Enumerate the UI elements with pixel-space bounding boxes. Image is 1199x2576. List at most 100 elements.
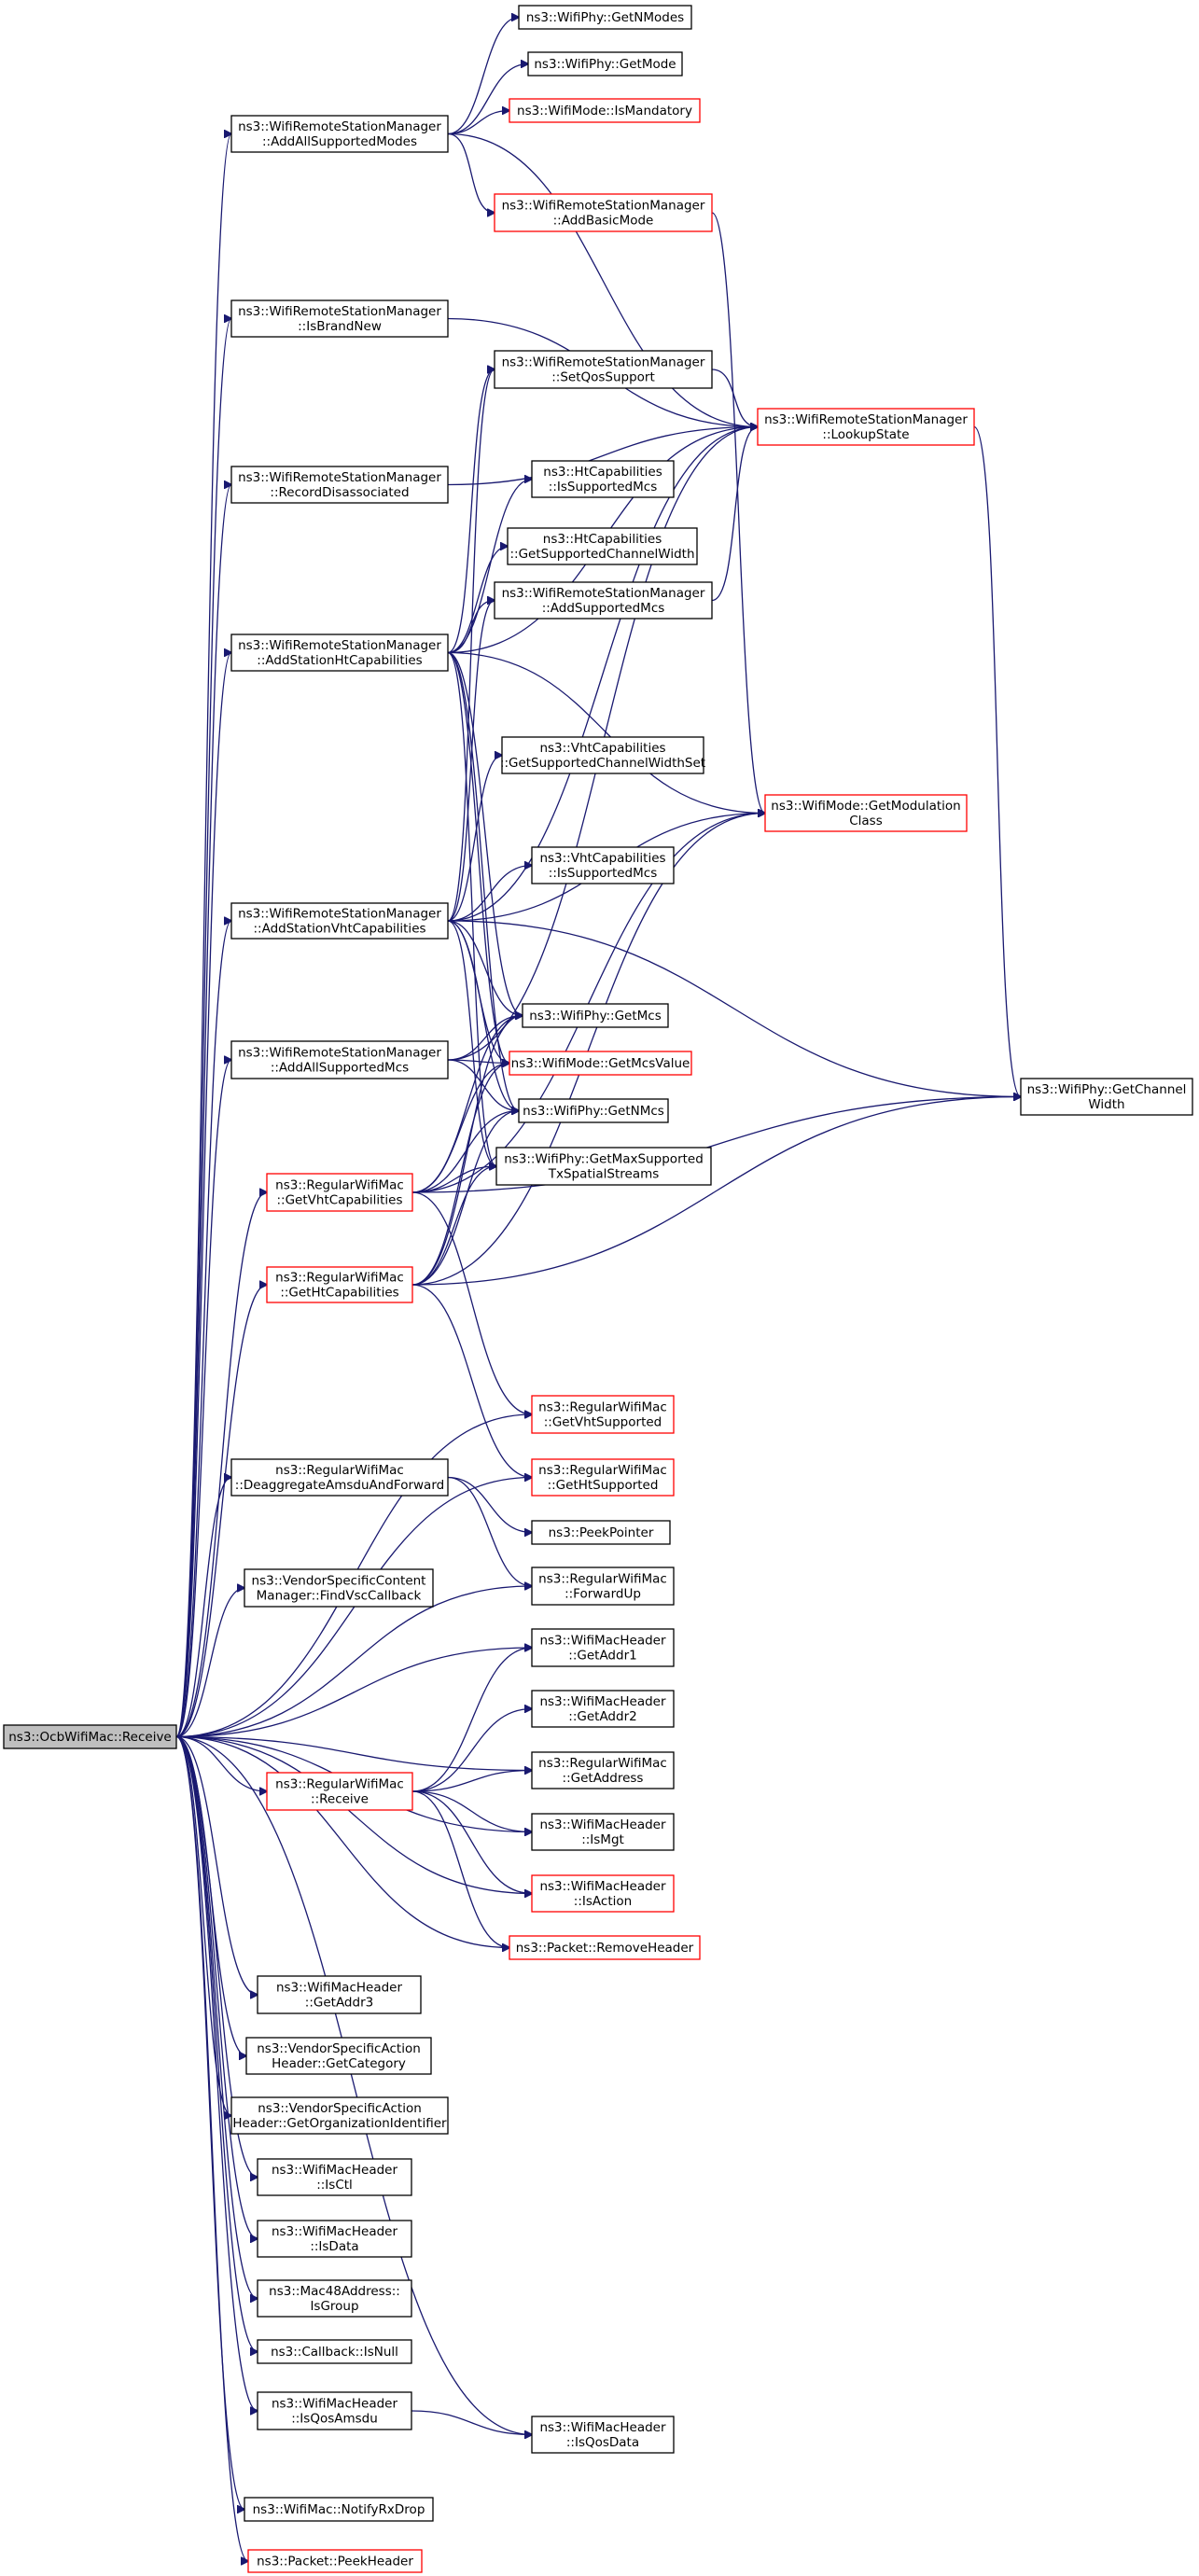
node-box (522, 1003, 669, 1028)
node-ns3-packet-removeheader[interactable]: ns3::Packet::RemoveHeader (509, 1935, 701, 1960)
node-label-line: ns3::RegularWifiMac (538, 1463, 667, 1478)
node-box (257, 2158, 412, 2196)
node-box (230, 902, 449, 940)
node-label-line: ns3::VendorSpecificAction (257, 2041, 421, 2056)
edge-n5-to-n47 (447, 427, 758, 922)
node-box (230, 1040, 449, 1079)
node-box (230, 115, 449, 153)
edge-n6-to-n34 (447, 1059, 519, 1111)
node-label-line: ::AddAllSupportedModes (262, 134, 417, 149)
node-label-line: ns3::WifiMacHeader (276, 1981, 403, 1996)
node-ns3-callback-isnull[interactable]: ns3::Callback::IsNull (257, 2339, 412, 2364)
node-box (501, 736, 704, 774)
edge-n8-to-n49 (411, 1097, 1021, 1286)
node-ns3-wifiphy-getmcs[interactable]: ns3::WifiPhy::GetMcs (522, 1003, 669, 1028)
node-box (507, 527, 698, 565)
node-ns3-wifimacheader-isaction[interactable]: ns3::WifiMacHeader::IsAction (531, 1874, 675, 1913)
node-ns3-wifiremotestationmanager-isbrandnew[interactable]: ns3::WifiRemoteStationManager::IsBrandNe… (230, 299, 449, 338)
node-ns3-vendorspecificcontentmanager-findvsccallback[interactable]: ns3::VendorSpecificContentManager::FindV… (244, 1568, 434, 1608)
edge-n0-to-n3 (175, 485, 231, 1738)
node-ns3-regularwifimac-forwardup[interactable]: ns3::RegularWifiMac::ForwardUp (531, 1566, 675, 1606)
node-ns3-wifiremotestationmanager-addallsupportedmodes[interactable]: ns3::WifiRemoteStationManager::AddAllSup… (230, 115, 449, 153)
node-box (509, 98, 701, 123)
node-ns3-wifiphy-getnmodes[interactable]: ns3::WifiPhy::GetNModes (518, 5, 692, 30)
node-box (509, 1935, 701, 1960)
node-ns3-wifimode-getmcsvalue[interactable]: ns3::WifiMode::GetMcsValue (509, 1051, 692, 1076)
node-ns3-regularwifimac-getaddress[interactable]: ns3::RegularWifiMac::GetAddress (531, 1751, 675, 1789)
node-ns3-wifimacheader-isqosdata[interactable]: ns3::WifiMacHeader::IsQosData (531, 2416, 675, 2454)
node-box (257, 1975, 422, 2014)
node-ns3-wifiremotestationmanager-addstationvhtcapabilities[interactable]: ns3::WifiRemoteStationManager::AddStatio… (230, 902, 449, 940)
node-ns3-wifiremotestationmanager-addsupportedmcs[interactable]: ns3::WifiRemoteStationManager::AddSuppor… (494, 581, 713, 620)
node-ns3-wifimacheader-isdata[interactable]: ns3::WifiMacHeader::IsData (257, 2220, 412, 2258)
edge-n5-to-n34 (447, 920, 519, 1111)
edge-n9-to-n39 (447, 1476, 532, 1587)
node-ns3-regularwifimac-receive[interactable]: ns3::RegularWifiMac::Receive (266, 1772, 413, 1811)
edge-n5-to-n32 (447, 920, 523, 1016)
node-ns3-wifimacheader-getaddr1[interactable]: ns3::WifiMacHeader::GetAddr1 (531, 1628, 675, 1667)
node-ns3-packet-peekheader[interactable]: ns3::Packet::PeekHeader (247, 2549, 423, 2573)
node-ns3-regularwifimac-deaggregateamsduandforward[interactable]: ns3::RegularWifiMac::DeaggregateAmsduAnd… (230, 1458, 449, 1497)
edge-n5-to-n49 (447, 920, 1021, 1097)
node-box (531, 460, 675, 498)
edge-n4-to-n48 (447, 651, 765, 814)
edge-n0-to-n46 (175, 1735, 532, 2435)
node-ns3-wifiremotestationmanager-recorddisassociated[interactable]: ns3::WifiRemoteStationManager::RecordDis… (230, 466, 449, 504)
edge-n1-to-n47 (447, 132, 758, 427)
node-ns3-wifimacheader-getaddr2[interactable]: ns3::WifiMacHeader::GetAddr2 (531, 1690, 675, 1728)
node-ns3-wifimacheader-ismgt[interactable]: ns3::WifiMacHeader::IsMgt (531, 1813, 675, 1851)
edge-n7-to-n48 (411, 814, 765, 1193)
edge-n4-to-n27 (447, 480, 532, 654)
node-ns3-regularwifimac-getvhtsupported[interactable]: ns3::RegularWifiMac::GetVhtSupported (531, 1395, 675, 1434)
node-ns3-wifiremotestationmanager-addbasicmode[interactable]: ns3::WifiRemoteStationManager::AddBasicM… (494, 193, 713, 232)
node-ns3-wifiphy-getmaxsupportedtxspatialstreams[interactable]: ns3::WifiPhy::GetMaxSupportedTxSpatialSt… (495, 1147, 712, 1186)
edge-n0-to-n6 (175, 1060, 231, 1738)
edge-n11-to-n40 (411, 1648, 532, 1792)
edges-layer (175, 18, 1021, 2562)
node-ns3-wifiremotestationmanager-setqossupport[interactable]: ns3::WifiRemoteStationManager::SetQosSup… (494, 350, 713, 389)
node-ns3-wifiremotestationmanager-addstationhtcapabilities[interactable]: ns3::WifiRemoteStationManager::AddStatio… (230, 634, 449, 672)
node-ns3-wifiphy-getmode[interactable]: ns3::WifiPhy::GetMode (527, 51, 683, 77)
edge-n0-to-n42 (175, 1735, 532, 1771)
node-ns3-peekpointer[interactable]: ns3::PeekPointer (531, 1520, 671, 1545)
edge-n0-to-n4 (175, 653, 231, 1738)
node-ns3-vendorspecificactionheader-getorganizationidentifier[interactable]: ns3::VendorSpecificActionHeader::GetOrga… (230, 2096, 449, 2135)
edge-n5-to-n29 (447, 601, 495, 922)
node-label-line: ns3::RegularWifiMac (538, 1400, 667, 1415)
node-label-line: ns3::WifiRemoteStationManager (238, 907, 441, 922)
edge-n0-to-n17 (175, 1735, 258, 2299)
node-ns3-wifimac-notifyrxdrop[interactable]: ns3::WifiMac::NotifyRxDrop (244, 2497, 434, 2522)
node-ns3-htcapabilities-issupportedmcs[interactable]: ns3::HtCapabilities::IsSupportedMcs (531, 460, 675, 498)
node-ns3-ocbwifimac-receive[interactable]: ns3::OcbWifiMac::Receive (3, 1724, 177, 1749)
node-box (244, 2497, 434, 2522)
node-ns3-vhtcapabilities-issupportedmcs[interactable]: ns3::VhtCapabilities::IsSupportedMcs (531, 846, 675, 884)
node-ns3-vendorspecificactionheader-getcategory[interactable]: ns3::VendorSpecificActionHeader::GetCate… (245, 2037, 432, 2075)
node-box (509, 1051, 692, 1076)
node-ns3-htcapabilities-getsupportedchannelwidth[interactable]: ns3::HtCapabilities::GetSupportedChannel… (507, 527, 698, 565)
edge-n0-to-n1 (175, 134, 231, 1738)
node-label-line: ns3::WifiRemoteStationManager (238, 470, 441, 485)
node-ns3-wifiphy-getnmcs[interactable]: ns3::WifiPhy::GetNMcs (518, 1098, 669, 1123)
edge-n1-to-n22 (447, 18, 519, 135)
node-label-line: ::GetVhtSupported (544, 1415, 662, 1430)
node-ns3-regularwifimac-gethtsupported[interactable]: ns3::RegularWifiMac::GetHtSupported (531, 1458, 675, 1497)
node-label-line: ::GetAddr1 (568, 1649, 636, 1664)
node-ns3-wifimacheader-isqosamsdu[interactable]: ns3::WifiMacHeader::IsQosAmsdu (257, 2391, 412, 2430)
node-label-line: ns3::WifiRemoteStationManager (502, 355, 705, 370)
node-label-line: ns3::WifiMode::GetModulation (771, 799, 960, 814)
node-ns3-wifimode-ismandatory[interactable]: ns3::WifiMode::IsMandatory (509, 98, 701, 123)
node-ns3-wifiremotestationmanager-lookupstate[interactable]: ns3::WifiRemoteStationManager::LookupSta… (757, 408, 975, 446)
node-ns3-mac48address-isgroup[interactable]: ns3::Mac48Address::IsGroup (257, 2279, 412, 2318)
node-ns3-regularwifimac-gethtcapabilities[interactable]: ns3::RegularWifiMac::GetHtCapabilities (266, 1266, 413, 1303)
node-ns3-vhtcapabilities-getsupportedchannelwidthset[interactable]: ns3::VhtCapabilities::GetSupportedChanne… (500, 736, 705, 774)
node-box (531, 846, 675, 884)
node-ns3-wifimacheader-getaddr3[interactable]: ns3::WifiMacHeader::GetAddr3 (257, 1975, 422, 2014)
edge-n0-to-n10 (175, 1588, 244, 1738)
edge-n0-to-n9 (175, 1478, 231, 1738)
node-ns3-wifiremotestationmanager-addallsupportedmcs[interactable]: ns3::WifiRemoteStationManager::AddAllSup… (230, 1040, 449, 1079)
node-ns3-regularwifimac-getvhtcapabilities[interactable]: ns3::RegularWifiMac::GetVhtCapabilities (266, 1173, 413, 1212)
edge-n11-to-n44 (411, 1790, 532, 1894)
node-ns3-wifimacheader-isctl[interactable]: ns3::WifiMacHeader::IsCtl (257, 2158, 412, 2196)
